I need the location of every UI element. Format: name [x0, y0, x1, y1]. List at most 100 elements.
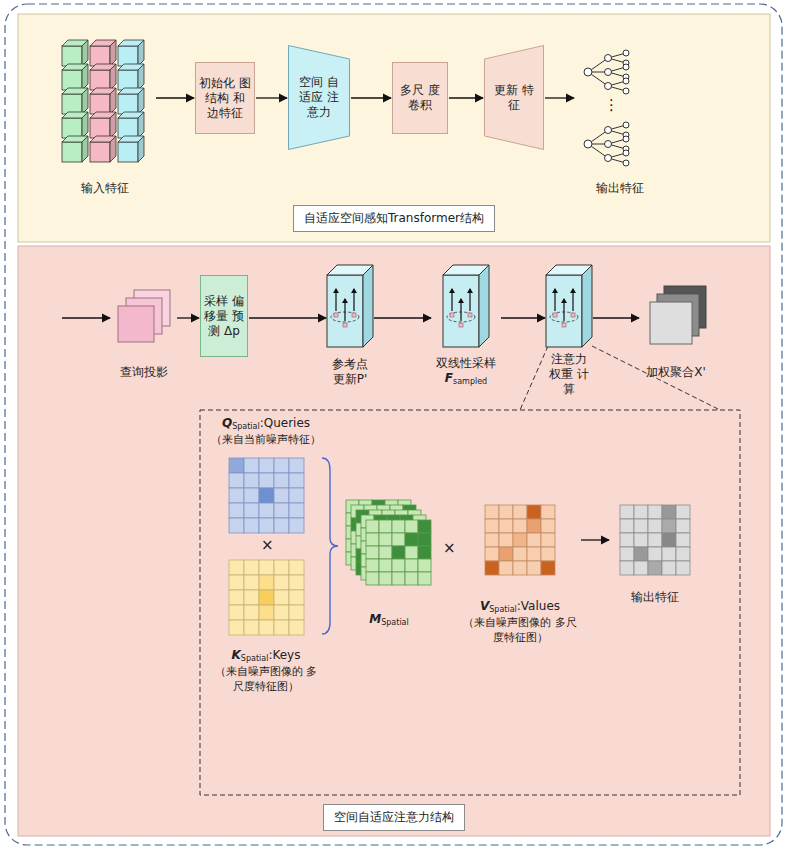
decoration	[485, 505, 499, 519]
node-text: 注意力 权重 计算	[549, 352, 589, 396]
text-line: （来自噪声图像的 多尺度特征图）	[210, 664, 322, 694]
decoration	[138, 64, 144, 90]
text-line: 采样 偏移量 预测 Δp	[204, 294, 244, 339]
decoration	[418, 559, 431, 572]
decoration	[274, 458, 289, 473]
query-projection: 查询投影	[112, 285, 176, 380]
decoration	[648, 561, 662, 575]
decoration	[289, 488, 304, 503]
decoration	[229, 488, 244, 503]
decoration	[229, 560, 244, 575]
decoration	[138, 136, 144, 162]
text-line: （来自当前噪声特征）	[211, 432, 321, 447]
decoration	[259, 605, 274, 620]
decoration	[443, 275, 479, 347]
decoration	[676, 533, 690, 547]
decoration	[479, 265, 489, 347]
decoration	[623, 64, 629, 70]
key-matrix: KSpatial:Keys（来自噪声图像的 多尺度特征图）	[210, 560, 322, 694]
decoration	[363, 265, 373, 347]
decoration	[379, 533, 392, 546]
decoration	[405, 559, 418, 572]
flow-arrow	[501, 317, 545, 318]
flow-arrow	[374, 317, 431, 318]
bottom-panel	[18, 246, 770, 836]
decoration	[366, 533, 379, 546]
decoration	[467, 288, 473, 293]
decoration	[366, 520, 379, 533]
decoration	[82, 40, 88, 66]
node-text: Spatial	[232, 422, 260, 431]
decoration	[138, 112, 144, 138]
panel: 自适应空间感知Transformer结构输入特征初始化 图结构 和 边特征空间 …	[18, 14, 770, 242]
decoration	[82, 112, 88, 138]
multiply-sign: ×	[261, 538, 274, 553]
decoration	[418, 546, 431, 559]
decoration	[418, 520, 431, 533]
decoration	[379, 559, 392, 572]
decoration	[138, 40, 144, 66]
bilinear-sampling: 双线性采样Fsampled	[432, 262, 500, 387]
decoration	[562, 323, 566, 327]
node-text: 多尺 度 卷积	[400, 83, 440, 112]
tree-icon	[584, 50, 629, 94]
decoration	[274, 575, 289, 590]
decoration	[571, 313, 575, 317]
decoration	[259, 560, 274, 575]
decoration	[634, 519, 648, 533]
decoration	[62, 94, 82, 114]
decoration	[499, 505, 513, 519]
decoration	[623, 160, 629, 166]
text-line: 输出特征	[631, 590, 679, 605]
input-arrow	[62, 317, 110, 318]
decoration	[527, 533, 541, 547]
decoration	[334, 313, 338, 317]
node-text: 初始化 图结构 和 边特征	[199, 76, 251, 120]
text-line: KSpatial:Keys	[232, 648, 301, 664]
decoration	[244, 575, 259, 590]
feature-cube	[118, 40, 144, 66]
feature-cube	[90, 40, 116, 66]
decoration	[229, 518, 244, 533]
decoration	[110, 88, 116, 114]
decoration	[289, 560, 304, 575]
decoration	[110, 136, 116, 162]
decoration	[620, 533, 634, 547]
text-line: 参考点 更新P'	[327, 357, 373, 387]
decoration	[648, 533, 662, 547]
decoration	[229, 590, 244, 605]
node-text: 输出特征	[596, 181, 644, 195]
decoration	[118, 142, 138, 162]
decoration	[274, 503, 289, 518]
decoration	[499, 519, 513, 533]
decoration	[118, 94, 138, 114]
decoration	[244, 458, 259, 473]
input-features: 输入特征	[55, 30, 155, 196]
outer-frame	[5, 4, 782, 845]
decoration	[485, 561, 499, 575]
decoration	[62, 118, 82, 138]
decoration	[634, 547, 648, 561]
text-line: 加权聚合X'	[646, 365, 706, 380]
decoration	[634, 533, 648, 547]
decoration	[513, 561, 527, 575]
decoration	[605, 127, 612, 134]
node-text: Spatial	[489, 605, 517, 614]
decoration	[82, 64, 88, 90]
decoration	[634, 561, 648, 575]
feature-volume	[546, 265, 592, 347]
decoration	[82, 136, 88, 162]
node-text: （来自噪声图像的 多尺度特征图）	[215, 665, 317, 692]
decoration	[274, 560, 289, 575]
text-line: Fsampled	[445, 371, 487, 387]
feature-cube	[90, 112, 116, 138]
decoration	[541, 519, 555, 533]
decoration	[138, 88, 144, 114]
decoration	[458, 298, 464, 303]
decoration	[82, 88, 88, 114]
weighted-aggregation: 加权聚合X'	[640, 280, 712, 380]
decoration	[546, 275, 582, 347]
flow-arrow	[351, 97, 391, 98]
text-line: 输出特征	[596, 181, 644, 196]
